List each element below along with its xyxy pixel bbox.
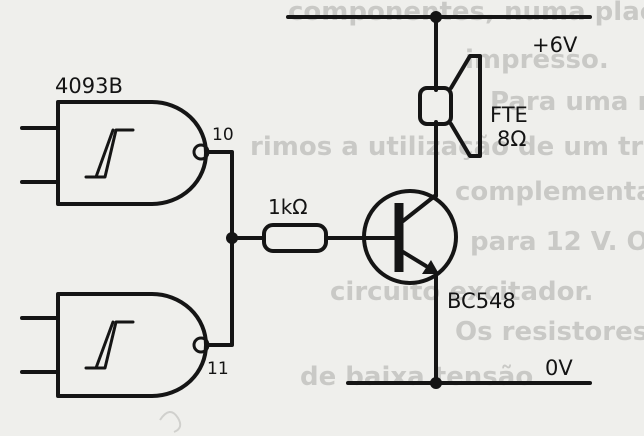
bleed-line-6: para 12 V. Obtemos [470,227,644,257]
pin-label-lower: 11 [207,359,229,379]
bleed-line-3: Para uma maior potência, suge- [490,87,644,117]
bleed-line-7: circuito excitador. [330,277,594,307]
schmitt-trigger-icon [84,128,135,179]
resistor-label: 1kΩ [268,195,308,219]
bleed-line-4: rimos a utilização de um transistor [250,132,644,162]
pin-label-upper: 10 [212,125,234,145]
speaker-icon [418,54,482,158]
nand-gate-lower [20,292,210,398]
bleed-line-8: Os resistores são de 1/8W [455,317,644,347]
transistor-label: BC548 [447,289,516,313]
resistor-body [262,223,328,253]
nand-gate-upper [20,100,210,206]
bleed-line-1: componentes, numa placa de circuito [288,0,644,27]
npn-transistor [362,189,458,285]
speaker-value-label: 8Ω [497,127,526,151]
gate-output-wire [206,150,234,347]
ic-label: 4093B [55,74,123,98]
speaker-name-label: FTE [490,103,528,127]
bleed-line-2: impresso. [465,45,609,75]
emitter-arrow-icon [422,260,439,274]
supply-label: +6V [532,33,578,57]
paper-mark [159,411,182,433]
ground-label: 0V [545,356,573,380]
bleed-line-5: complementar [455,177,644,207]
bleed-line-9: de baixa tensão [300,362,533,392]
schmitt-trigger-icon [84,320,135,370]
bleed-through-text: componentes, numa placa de circuito impr… [250,0,644,392]
junction-dot [430,11,442,23]
junction-dot [430,377,442,389]
